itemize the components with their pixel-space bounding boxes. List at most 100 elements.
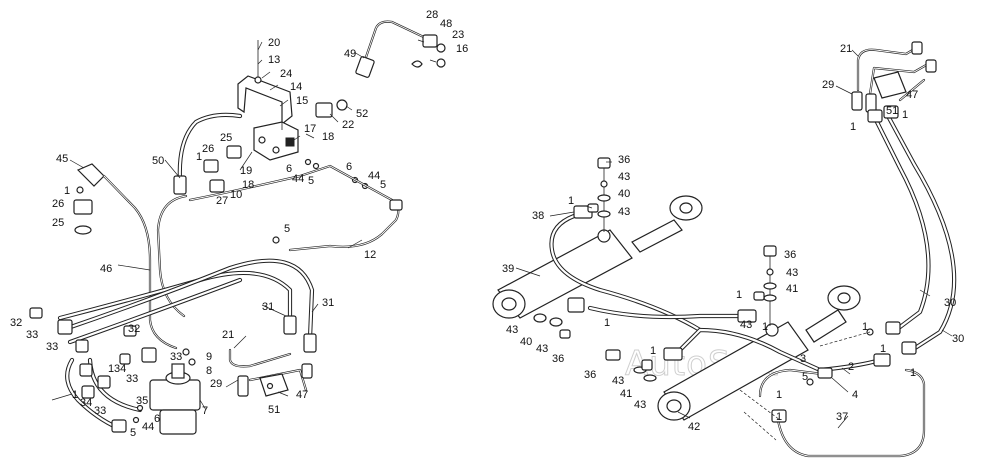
right-leaders [835,49,953,337]
callout-36b: 36 [784,249,796,261]
callout-5c: 5 [284,223,290,235]
callout-34b: 34 [80,397,92,409]
callout-5a: 5 [308,175,314,187]
left-fittings [29,307,157,399]
callout-1a: 1 [196,151,202,163]
hoses-30 [867,105,957,355]
callout-37: 37 [836,411,848,423]
callout-1m: 1 [880,343,886,355]
callout-1k: 1 [776,411,782,423]
callout-10: 10 [230,189,242,201]
callout-38: 38 [532,210,544,222]
left-leaders [51,39,437,411]
callout-15: 15 [296,95,308,107]
pipe-12 [188,164,403,252]
callout-50: 50 [152,155,164,167]
callout-47b: 47 [906,89,918,101]
pipe-46 [102,174,188,350]
callout-1e: 1 [568,195,574,207]
callout-1i: 1 [650,345,656,357]
callout-36a: 36 [618,154,630,166]
bolt-36-upper [587,157,611,232]
callout-6a: 6 [286,163,292,175]
callout-28: 28 [426,9,438,21]
fitting-45 [73,163,105,235]
fitting-stack-40 [533,297,657,382]
callout-6b: 6 [346,161,352,173]
callout-1j: 1 [776,389,782,401]
callout-40a: 40 [618,188,630,200]
callout-23: 23 [452,29,464,41]
pipe-49 [355,20,446,78]
callout-18a: 18 [322,131,334,143]
callout-51a: 51 [268,404,280,416]
left-assembly: 20 13 24 14 15 28 48 23 16 49 52 22 18 1… [10,9,468,439]
callout-2: 2 [848,361,854,373]
left-callouts: 20 13 24 14 15 28 48 23 16 49 52 22 18 1… [10,9,468,439]
callout-43g: 43 [612,375,624,387]
callout-21a: 21 [222,329,234,341]
callout-1g: 1 [762,321,768,333]
callout-5d: 5 [130,427,136,439]
valve-block-17 [253,121,299,161]
callout-48: 48 [440,18,452,30]
callout-43d: 43 [740,319,752,331]
callout-33a: 33 [26,329,38,341]
center-callouts: 36 43 40 43 1 38 39 36 43 41 1 43 1 43 4… [502,154,916,433]
callout-43b: 43 [618,206,630,218]
callout-46: 46 [100,263,112,275]
callout-9: 9 [206,351,212,363]
callout-17: 17 [304,123,316,135]
callout-19: 19 [240,165,252,177]
callout-41a: 41 [786,283,798,295]
callout-34a: 34 [114,363,126,375]
callout-7: 7 [202,405,208,417]
callout-29b: 29 [822,79,834,91]
callout-1n: 1 [910,367,916,379]
callout-33b: 33 [46,341,58,353]
callout-8: 8 [206,365,212,377]
callout-4: 4 [852,389,858,401]
valve-fittings [203,99,369,193]
callout-29a: 29 [210,378,222,390]
callout-47a: 47 [296,389,308,401]
callout-43c: 43 [786,267,798,279]
callout-1l: 1 [862,321,868,333]
callout-1h: 1 [604,317,610,329]
callout-14: 14 [290,81,302,93]
pipe-21-right [851,41,937,113]
callout-3: 3 [800,353,806,365]
callout-31a: 31 [262,301,274,313]
callout-43a: 43 [618,171,630,183]
callout-36d: 36 [584,369,596,381]
callout-41b: 41 [620,388,632,400]
callout-33d: 33 [126,373,138,385]
pipe-21-left [228,348,313,397]
callout-27: 27 [216,195,228,207]
hose-11 [65,357,143,433]
callout-26a: 26 [202,143,214,155]
callout-31b: 31 [322,297,334,309]
callout-42: 42 [688,421,700,433]
hose-2 [663,327,891,373]
callout-49: 49 [344,48,356,60]
callout-12: 12 [364,249,376,261]
callout-21b: 21 [840,43,852,55]
callout-51b: 51 [886,105,898,117]
callout-26b: 26 [52,198,64,210]
callout-25b: 25 [52,217,64,229]
bolt-36-lower [753,245,777,326]
callout-35: 35 [136,395,148,407]
callout-33c: 33 [170,351,182,363]
callout-1d: 1 [72,389,78,401]
callout-45: 45 [56,153,68,165]
callout-43e: 43 [506,324,518,336]
right-assembly: 21 29 47 51 1 1 30 30 [822,41,964,355]
callout-24: 24 [280,68,292,80]
callout-52: 52 [356,108,368,120]
callout-5e: 5 [802,371,808,383]
callout-36c: 36 [552,353,564,365]
pipe-37 [758,328,926,458]
right-callouts: 21 29 47 51 1 1 30 30 [822,43,964,345]
